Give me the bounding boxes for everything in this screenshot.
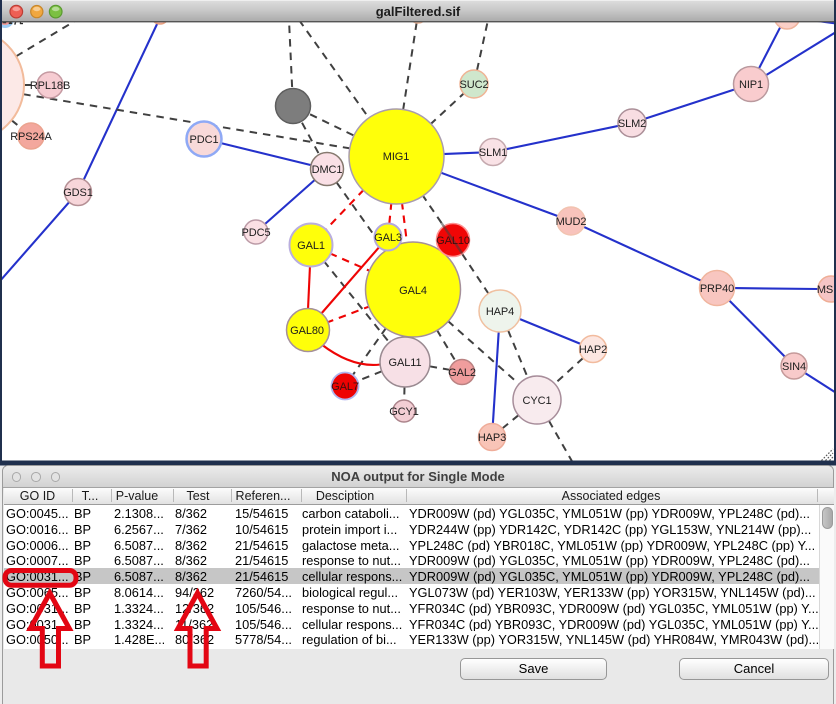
svg-text:RPL18B: RPL18B	[30, 80, 70, 92]
svg-text:PDC1: PDC1	[190, 134, 219, 146]
svg-text:DMC1: DMC1	[312, 164, 343, 176]
svg-text:GAL10: GAL10	[436, 235, 470, 247]
svg-text:NIP1: NIP1	[739, 79, 763, 91]
svg-text:SLM2: SLM2	[618, 118, 646, 130]
svg-text:GAL2: GAL2	[448, 367, 476, 379]
svg-text:SIN4: SIN4	[782, 361, 806, 373]
svg-text:SLM1: SLM1	[479, 147, 507, 159]
svg-text:SUC2: SUC2	[460, 79, 489, 91]
svg-text:GAL1: GAL1	[297, 240, 325, 252]
svg-text:PDC5: PDC5	[242, 227, 271, 239]
svg-text:GAL80: GAL80	[290, 325, 324, 337]
svg-text:galFiltered.sif: galFiltered.sif	[376, 4, 461, 19]
svg-text:HAP4: HAP4	[486, 306, 514, 318]
svg-text:RPS24A: RPS24A	[10, 131, 52, 143]
svg-text:GDS1: GDS1	[63, 187, 93, 199]
svg-text:GCY1: GCY1	[389, 406, 419, 418]
svg-text:GAL7: GAL7	[331, 381, 359, 393]
svg-text:GAL11: GAL11	[389, 357, 422, 369]
svg-text:GAL4: GAL4	[399, 285, 427, 297]
svg-text:MUD2: MUD2	[556, 216, 587, 228]
svg-text:HAP3: HAP3	[478, 432, 506, 444]
svg-text:HAP2: HAP2	[579, 344, 607, 356]
svg-text:MIG1: MIG1	[383, 151, 410, 163]
svg-text:GAL3: GAL3	[374, 232, 402, 244]
svg-text:CYC1: CYC1	[523, 395, 552, 407]
svg-text:MSL1: MSL1	[817, 284, 836, 296]
svg-text:PRP40: PRP40	[700, 283, 734, 295]
